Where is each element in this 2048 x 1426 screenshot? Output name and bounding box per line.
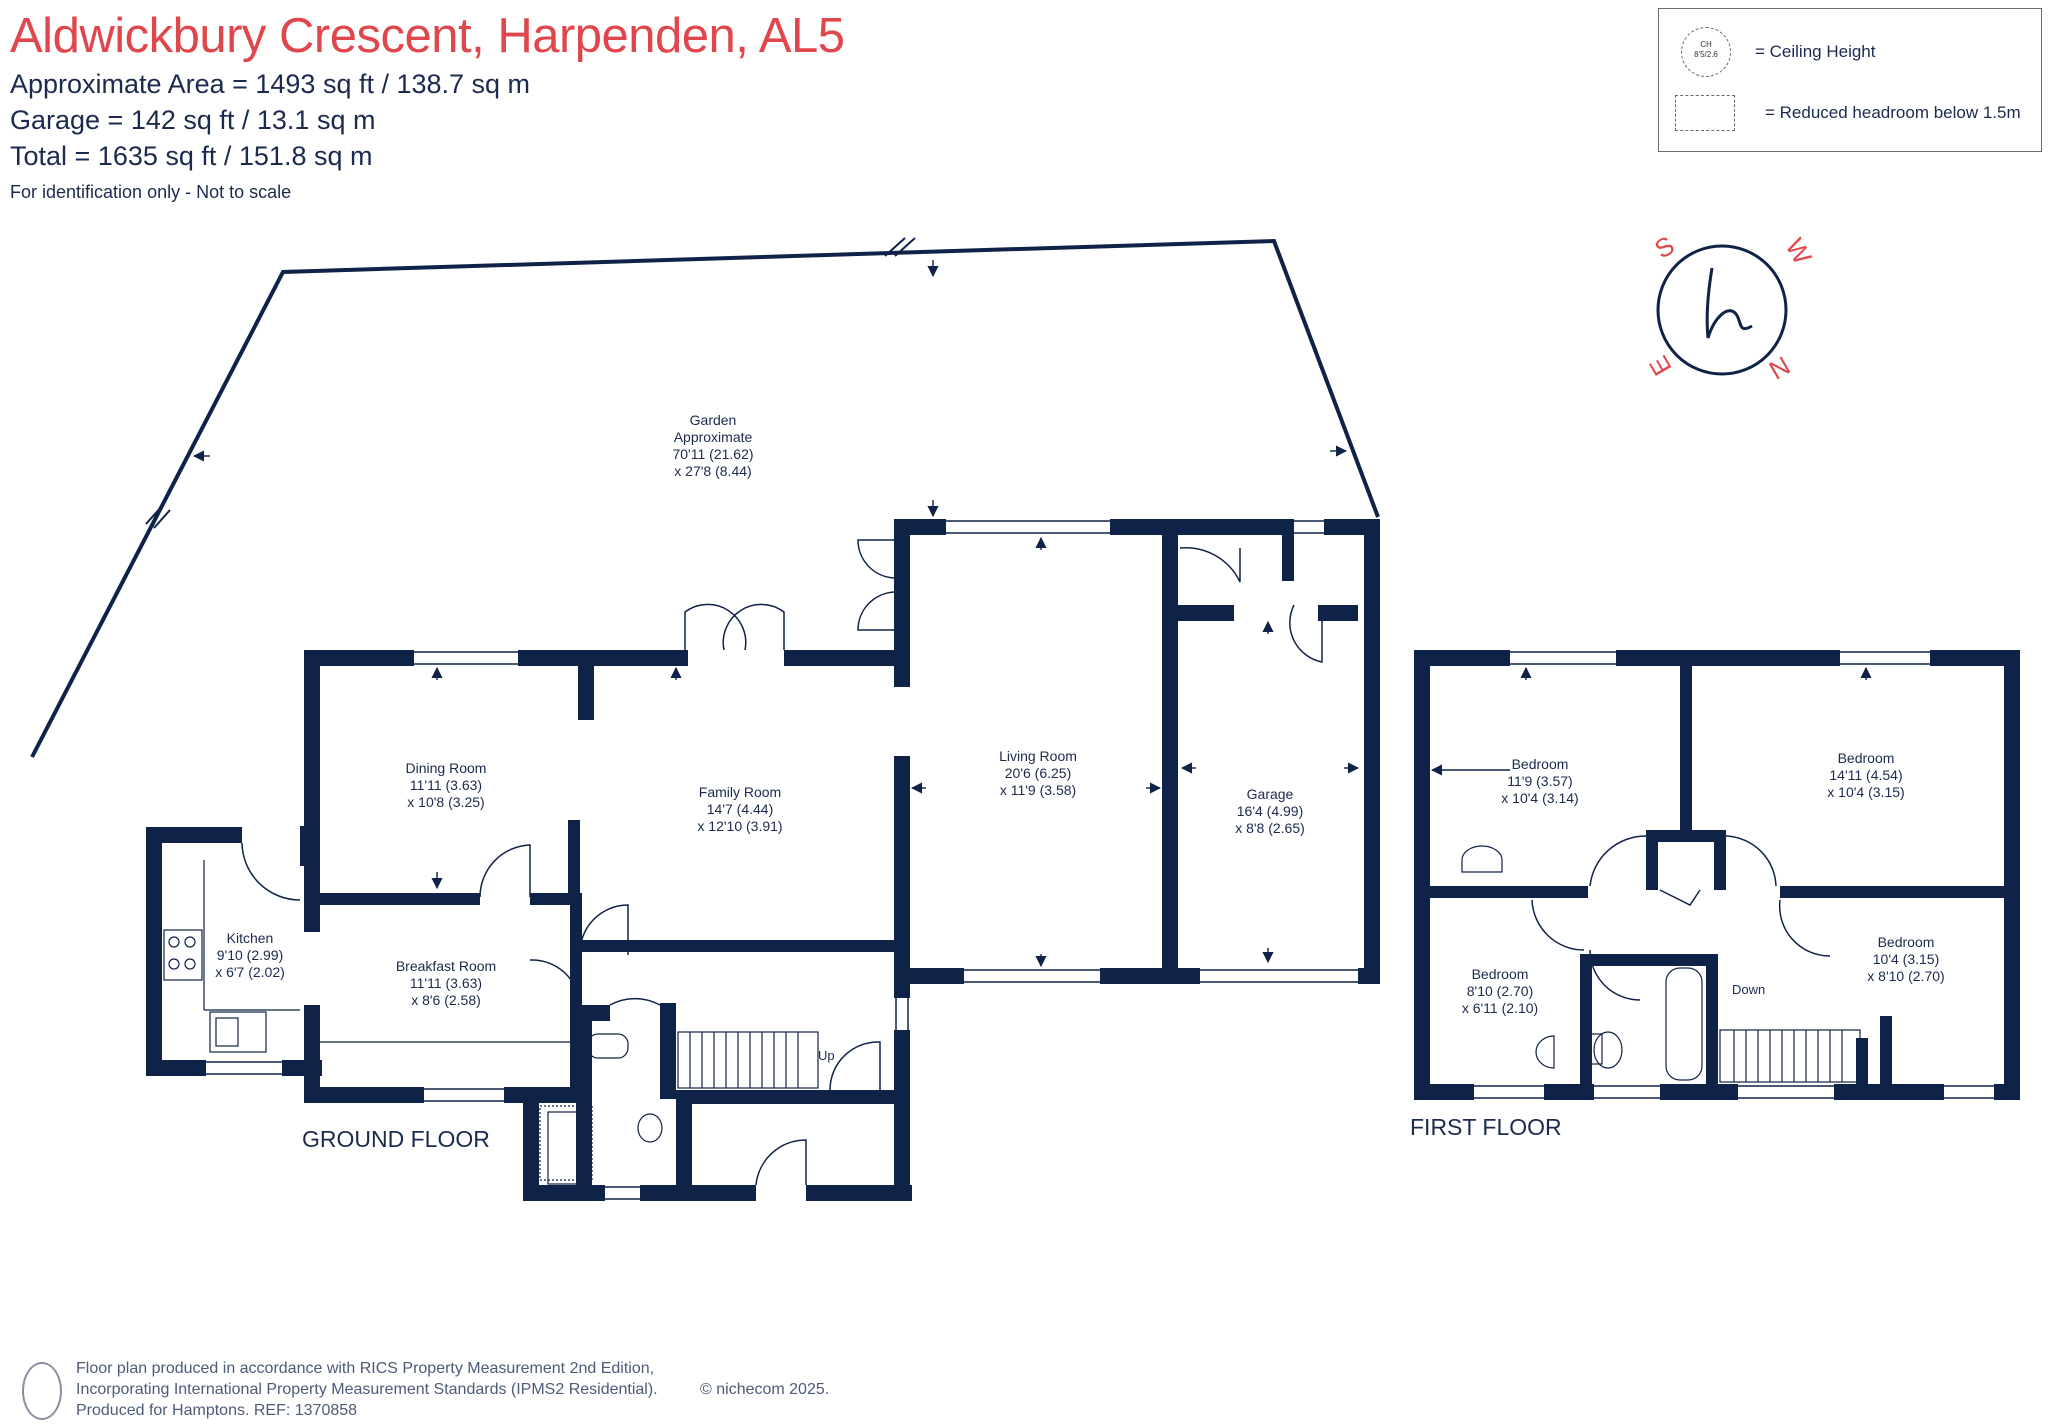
total-area: Total = 1635 sq ft / 151.8 sq m: [10, 141, 373, 171]
ground-floor-stairs: [677, 1031, 819, 1089]
footer-line-3: Produced for Hamptons. REF: 1370858: [76, 1402, 358, 1419]
first-floor-windows: [1474, 651, 1994, 1099]
stairs-down-label: Down: [1732, 982, 1766, 997]
disclaimer-note: For identification only - Not to scale: [10, 182, 292, 202]
kitchen-fittings: [163, 860, 663, 1185]
property-title: Aldwickbury Crescent, Harpenden, AL5: [10, 9, 845, 63]
copyright: © nichecom 2025.: [700, 1381, 830, 1398]
room-label-breakfast: Breakfast Room 11'11 (3.63) x 8'6 (2.58): [395, 958, 497, 1008]
legend: CH 8'5/2.6 = Ceiling Height = Reduced he…: [1658, 8, 2042, 152]
room-label-garden: Garden Approximate 70'11 (21.62) x 27'8 …: [672, 412, 754, 479]
ceiling-height-label: = Ceiling Height: [1755, 42, 1876, 61]
footer: Floor plan produced in accordance with R…: [76, 1358, 658, 1421]
reduced-headroom-label: = Reduced headroom below 1.5m: [1765, 103, 2021, 122]
reduced-headroom-icon: [1675, 95, 1735, 131]
ground-floor-doors: [241, 539, 1323, 1186]
garden-boundary: [30, 238, 1380, 758]
room-label-bedroom-4: Bedroom 10'4 (3.15) x 8'10 (2.70): [1867, 934, 1945, 984]
room-label-kitchen: Kitchen 9'10 (2.99) x 6'7 (2.02): [215, 930, 285, 980]
room-label-bedroom-2: Bedroom 14'11 (4.54) x 10'4 (3.15): [1827, 750, 1905, 800]
ceiling-symbol-top: CH: [1700, 40, 1712, 49]
first-floor-stairs: [1461, 845, 1861, 1083]
ground-floor-label: GROUND FLOOR: [302, 1126, 490, 1152]
room-label-living: Living Room 20'6 (6.25) x 11'9 (3.58): [999, 748, 1077, 798]
first-floor-doors: [1531, 835, 1831, 1001]
room-label-garage: Garage 16'4 (4.99) x 8'8 (2.65): [1235, 786, 1305, 836]
room-label-dining: Dining Room 11'11 (3.63) x 10'8 (3.25): [405, 760, 487, 810]
room-label-bedroom-1: Bedroom 11'9 (3.57) x 10'4 (3.14): [1501, 756, 1579, 806]
stairs-up-label: Up: [818, 1048, 835, 1063]
footer-line-2: Incorporating International Property Mea…: [76, 1381, 658, 1398]
garage-area: Garage = 142 sq ft / 13.1 sq m: [10, 105, 376, 135]
room-label-family: Family Room 14'7 (4.44) x 12'10 (3.91): [697, 784, 783, 834]
person-icon: [22, 1362, 62, 1420]
dimension-arrows: [192, 260, 1872, 968]
approximate-area: Approximate Area = 1493 sq ft / 138.7 sq…: [10, 69, 531, 99]
first-floor-label: FIRST FLOOR: [1410, 1114, 1562, 1140]
first-floor-walls: [1414, 650, 2020, 1100]
header: Aldwickbury Crescent, Harpenden, AL5 App…: [10, 6, 845, 203]
ceiling-height-icon: CH 8'5/2.6: [1681, 27, 1731, 77]
footer-line-1: Floor plan produced in accordance with R…: [76, 1360, 655, 1377]
ceiling-symbol-bottom: 8'5/2.6: [1694, 50, 1718, 59]
compass-icon: [1656, 244, 1788, 376]
ground-floor-windows: [147, 520, 1358, 1200]
ground-floor-walls: [146, 519, 1380, 1201]
room-label-bedroom-3: Bedroom 8'10 (2.70) x 6'11 (2.10): [1461, 966, 1539, 1016]
